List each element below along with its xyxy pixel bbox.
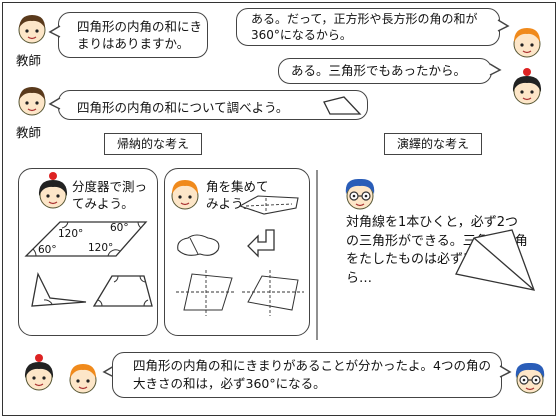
dart-quadrilateral-figure (31, 271, 87, 307)
rearranged-angles-figure (176, 270, 236, 316)
teacher-instruction-text: 四角形の内角の和について調べよう。 (77, 100, 289, 115)
conclusion-text: 四角形の内角の和にきまりがあることが分かったよ。4つの角の大きさの和は，必ず36… (133, 358, 491, 391)
teacher-instruction-bubble: 四角形の内角の和について調べよう。 (58, 90, 368, 120)
angle-label: 120° (88, 242, 114, 254)
trapezoid-figure (92, 275, 153, 307)
teacher-question-bubble: 四角形の内角の和にきまりはありますか。 (58, 12, 208, 58)
torn-paper-figure (238, 195, 299, 215)
teacher-avatar-icon (18, 15, 46, 44)
student-answer-text-1: ある。だって，正方形や長方形の角の和が360°になるから。 (251, 12, 478, 42)
teacher-label: 教師 (16, 125, 42, 140)
student-glasses-avatar-icon (345, 178, 375, 210)
student-boy-avatar-icon (171, 180, 199, 210)
student-answer-bubble-2: ある。三角形でもあったから。 (278, 58, 492, 84)
student-girl-avatar-icon (24, 354, 54, 391)
teacher-label: 教師 (16, 53, 42, 68)
torn-pieces-figure (177, 234, 220, 256)
conclusion-bubble: 四角形の内角の和にきまりがあることが分かったよ。4つの角の大きさの和は，必ず36… (112, 352, 502, 398)
student-answer-bubble-1: ある。だって，正方形や長方形の角の和が360°になるから。 (236, 8, 500, 46)
teacher-avatar-icon (18, 87, 46, 116)
inductive-title: 帰納的な考え (104, 133, 202, 155)
student-boy-avatar-icon (69, 364, 97, 394)
quadrilateral-shape (323, 96, 362, 115)
angle-label: 60° (38, 244, 57, 256)
bubble-tail (497, 19, 510, 32)
student-glasses-avatar-icon (515, 362, 545, 394)
bubble-tail (48, 97, 61, 110)
arrow-icon (247, 229, 275, 258)
student-girl-avatar-icon (38, 172, 68, 209)
student-boy-avatar-icon (513, 28, 541, 58)
deductive-title: 演繹的な考え (384, 133, 482, 155)
bubble-tail (499, 365, 512, 378)
parallelogram-figure (24, 221, 148, 257)
teacher-question-text: 四角形の内角の和にきまりはありますか。 (77, 19, 203, 51)
bubble-tail (489, 63, 502, 76)
quadrilateral-with-diagonal-figure (455, 229, 536, 291)
student-answer-text-2: ある。三角形でもあったから。 (291, 63, 467, 78)
bubble-tail (48, 25, 61, 38)
angle-label: 60° (110, 222, 129, 234)
protractor-text: 分度器で測ってみよう。 (72, 179, 148, 211)
student-girl-avatar-icon (512, 68, 542, 105)
bubble-tail (102, 365, 115, 378)
rearranged-angles-figure (242, 270, 304, 316)
angle-label: 120° (58, 228, 84, 240)
